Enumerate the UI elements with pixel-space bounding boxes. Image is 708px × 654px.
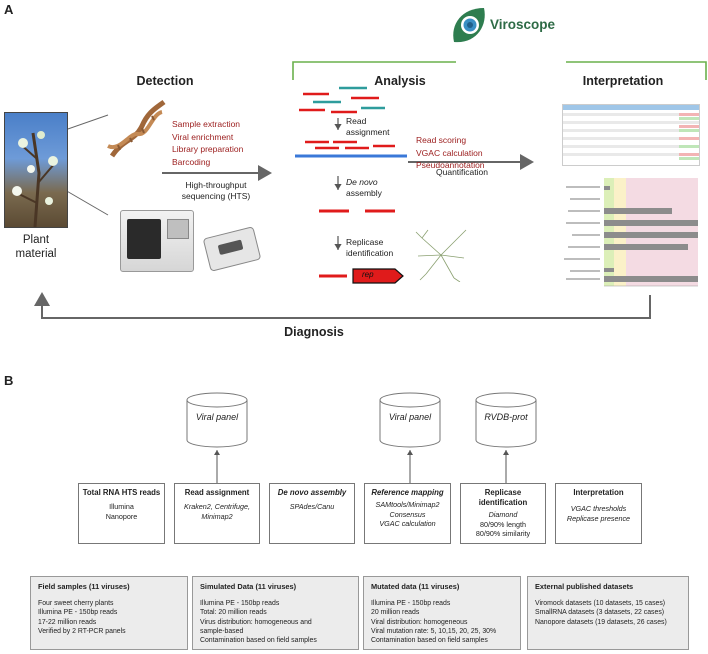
panel-b-connectors <box>186 392 537 483</box>
interpretation-heading: Interpretation <box>582 74 664 88</box>
step-box-replicase: Replicase identification Diamond 80/90% … <box>460 483 546 544</box>
step-box-interpretation: Interpretation VGAC thresholds Replicase… <box>555 483 642 544</box>
db-rvdb-prot: RVDB-prot <box>484 412 528 422</box>
denovo-line1: De novo <box>346 177 378 187</box>
step-line: 80/90% length <box>480 519 526 529</box>
step-box-read-assignment: Read assignment Kraken2, Centrifuge, Min… <box>174 483 260 544</box>
dataset-line: Four sweet cherry plants <box>38 600 114 608</box>
dataset-line: Viromock datasets (10 datasets, 15 cases… <box>535 600 666 608</box>
plant-material-label: Plant material <box>0 233 72 261</box>
diagnosis-label: Diagnosis <box>284 325 344 339</box>
step-line: SAMtools/Minimap2 <box>375 500 440 509</box>
plant-label-line1: Plant <box>22 234 50 246</box>
step-line: Replicase presence <box>566 513 631 523</box>
step-title: Reference mapping <box>371 488 444 497</box>
step-line: VGAC thresholds <box>570 504 627 513</box>
dataset-line: Verified by 2 RT-PCR panels <box>38 627 126 635</box>
dataset-line: Contamination based on field samples <box>371 637 488 645</box>
dataset-line: Virus distribution: homogeneous and <box>200 618 312 626</box>
read-assignment-label: Read assignment <box>346 116 389 138</box>
step-title: De novo assembly <box>277 488 347 497</box>
dataset-box-mutated: Mutated data (11 viruses) Illumina PE - … <box>363 576 521 650</box>
dataset-line: Viral distribution: homogeneous <box>371 618 468 626</box>
panel-a-label: A <box>4 2 14 17</box>
scoring-step: Read scoring <box>416 135 467 145</box>
step-title: Interpretation <box>573 488 624 497</box>
dataset-box-field-samples: Field samples (11 viruses) Four sweet ch… <box>30 576 188 650</box>
plant-label-line2: material <box>15 248 57 260</box>
step-line: 80/90% similarity <box>475 529 531 538</box>
dataset-title: External published datasets <box>535 582 634 591</box>
step-box-reference-mapping: Reference mapping SAMtools/Minimap2 Cons… <box>364 483 451 544</box>
analysis-heading: Analysis <box>374 74 426 88</box>
dataset-line: SmallRNA datasets (3 datasets, 22 cases) <box>535 609 665 617</box>
db-viral-panel-2: Viral panel <box>388 412 432 422</box>
detection-heading: Detection <box>136 74 194 88</box>
step-line: Illumina <box>109 502 134 511</box>
viroscope-logo: Viroscope <box>446 4 572 50</box>
step-box-denovo: De novo assembly SPAdes/Canu <box>269 483 355 544</box>
read-assignment-line1: Read <box>346 116 367 126</box>
replicase-line1: Replicase <box>346 237 384 247</box>
dataset-line: Viral mutation rate: 5, 10,15, 20, 25, 3… <box>371 627 497 635</box>
scoring-step: Pseudoannotation <box>416 160 485 170</box>
dataset-line: 20 million reads <box>371 609 420 617</box>
plant-photo <box>4 112 68 228</box>
detection-step: Sample extraction <box>172 119 241 129</box>
replicase-label: Replicase identification <box>346 237 393 259</box>
step-title: Total RNA HTS reads <box>82 488 161 497</box>
step-line: Nanopore <box>105 511 138 521</box>
quantification-label: Quantification <box>436 167 488 177</box>
step-line: VGAC calculation <box>379 519 436 528</box>
dataset-line: sample-based <box>200 627 244 635</box>
step-line: Kraken2, Centrifuge, <box>184 502 250 511</box>
detection-step: Library preparation <box>172 144 244 154</box>
denovo-line2: assembly <box>346 188 382 198</box>
dataset-line: Illumina PE - 150bp reads <box>200 600 280 608</box>
leaf-logo-icon <box>453 8 485 43</box>
db-viral-panel-1: Viral panel <box>195 412 239 422</box>
hts-line2: sequencing (HTS) <box>181 191 251 201</box>
step-line: Diamond <box>488 510 518 519</box>
step-line: Minimap2 <box>201 511 233 521</box>
dna-helix-icon <box>107 99 166 158</box>
detection-step: Barcoding <box>172 156 211 167</box>
dataset-title: Field samples (11 viruses) <box>38 582 130 591</box>
detection-steps: Sample extraction Viral enrichment Libra… <box>172 118 282 168</box>
step-line: Consensus <box>389 509 426 519</box>
phylogenetic-tree-icon <box>415 229 467 282</box>
step-title: Read assignment <box>184 488 250 497</box>
panel-b-label: B <box>4 373 14 388</box>
panel-a-connectors <box>34 61 707 319</box>
replicase-line2: identification <box>346 248 394 258</box>
dataset-box-simulated: Simulated Data (11 viruses) Illumina PE … <box>192 576 359 650</box>
dataset-title: Mutated data (11 viruses) <box>371 582 460 591</box>
rep-label: rep <box>362 270 374 279</box>
dataset-line: Contamination based on field samples <box>200 637 317 645</box>
viroscope-logo-text: Viroscope <box>490 17 556 32</box>
step-box-total-rna: Total RNA HTS reads Illumina Nanopore <box>78 483 165 544</box>
dataset-line: Nanopore datasets (19 datasets, 26 cases… <box>535 618 667 626</box>
detection-step: Viral enrichment <box>172 131 234 142</box>
dataset-title: Simulated Data (11 viruses) <box>200 582 297 591</box>
vgac-chart-thumbnail <box>562 178 698 294</box>
dataset-line: 17-22 million reads <box>38 618 97 626</box>
results-table-thumbnail <box>562 104 700 166</box>
scoring-step: VGAC calculation <box>416 147 483 158</box>
step-title: Replicase identification <box>478 488 528 507</box>
scoring-steps: Read scoring VGAC calculation Pseudoanno… <box>416 134 526 172</box>
hts-line1: High-throughput <box>185 180 247 190</box>
cherry-branch-image <box>12 131 58 228</box>
dataset-box-external: External published datasets Viromock dat… <box>527 576 689 650</box>
dataset-line: Illumina PE - 150bp reads <box>371 600 451 608</box>
step-line: SPAdes/Canu <box>289 502 335 511</box>
denovo-label: De novo assembly <box>346 177 382 199</box>
sequencer-machine-icon <box>120 210 194 272</box>
hts-label: High-throughput sequencing (HTS) <box>160 180 272 202</box>
read-assignment-graphic <box>295 86 407 284</box>
dataset-line: Total: 20 million reads <box>200 609 267 617</box>
dataset-line: Illumina PE - 150bp reads <box>38 609 118 617</box>
database-cylinders <box>186 392 537 448</box>
read-assignment-line2: assignment <box>346 127 390 137</box>
